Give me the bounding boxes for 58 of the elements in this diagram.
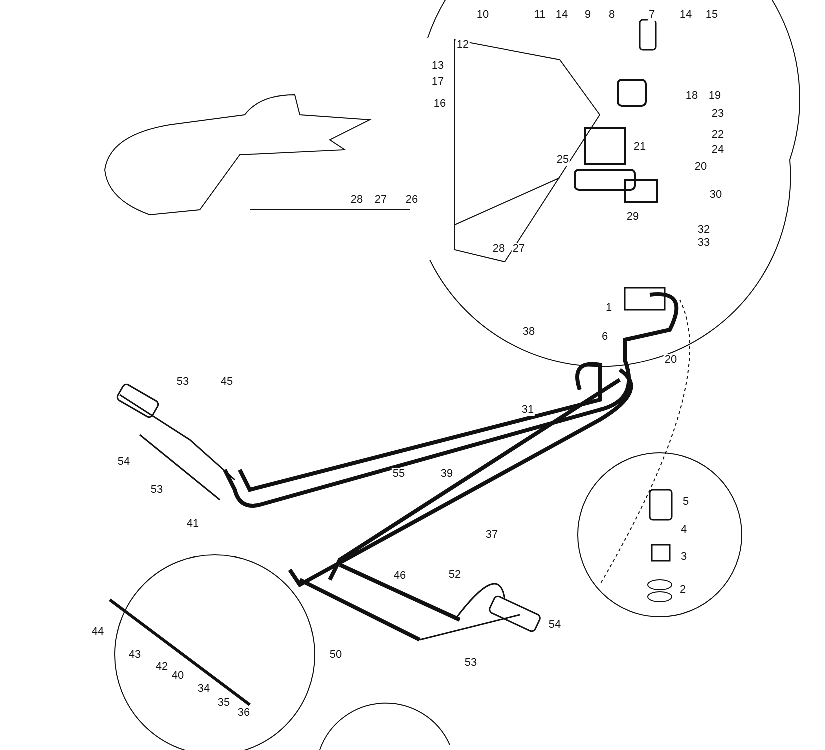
callout-number: 28 [492,243,506,255]
callout-number: 16 [432,98,448,110]
callout-number: 38 [522,326,536,338]
callout-number: 46 [392,570,408,582]
callout-number: 34 [196,683,212,695]
callout-number: 14 [554,9,570,21]
callout-number: 28 [350,194,364,206]
callout-number: 26 [404,194,420,206]
callout-number: 43 [128,649,142,661]
callout-number: 22 [710,129,726,141]
callout-number: 20 [664,354,678,366]
callout-number: 19 [708,90,722,102]
callout-number: 41 [186,518,200,530]
callout-number: 1 [604,302,614,314]
callout-number: 45 [220,376,234,388]
callout-number: 9 [584,9,592,21]
callout-number: 2 [678,584,688,596]
callout-number: 53 [464,657,478,669]
callout-number: 27 [512,243,526,255]
callout-number: 39 [440,468,454,480]
callout-number: 6 [600,331,610,343]
callout-number: 36 [236,707,252,719]
callout-number: 10 [476,9,490,21]
callout-number: 27 [374,194,388,206]
callout-number: 31 [520,404,536,416]
callout-number: 37 [484,529,500,541]
callout-number: 14 [678,9,694,21]
callout-number: 20 [694,161,708,173]
callout-number: 8 [608,9,616,21]
callout-number: 30 [708,189,724,201]
callout-number: 42 [154,661,170,673]
callout-number: 40 [170,670,186,682]
callout-number: 53 [176,376,190,388]
callout-number: 53 [150,484,164,496]
callout-number: 21 [632,141,648,153]
callout-number: 54 [116,456,132,468]
callout-number: 54 [548,619,562,631]
callout-number: 17 [430,76,446,88]
callout-number: 11 [533,9,547,21]
callout-number: 15 [704,9,720,21]
callout-number: 55 [392,468,406,480]
callout-number: 3 [680,551,688,563]
callout-number: 29 [626,211,640,223]
callout-number: 44 [90,626,106,638]
callout-number: 24 [710,144,726,156]
callout-number: 52 [448,569,462,581]
callout-number: 4 [680,524,688,536]
callout-number: 5 [682,496,690,508]
callout-number: 33 [696,237,712,249]
callout-number: 12 [456,39,470,51]
callout-number: 32 [696,224,712,236]
callout-number: 35 [216,697,232,709]
callout-number: 25 [556,154,570,166]
callout-number: 23 [710,108,726,120]
callout-number: 13 [430,60,446,72]
callout-number: 18 [684,90,700,102]
callout-number: 50 [328,649,344,661]
callout-number: 7 [648,9,656,21]
